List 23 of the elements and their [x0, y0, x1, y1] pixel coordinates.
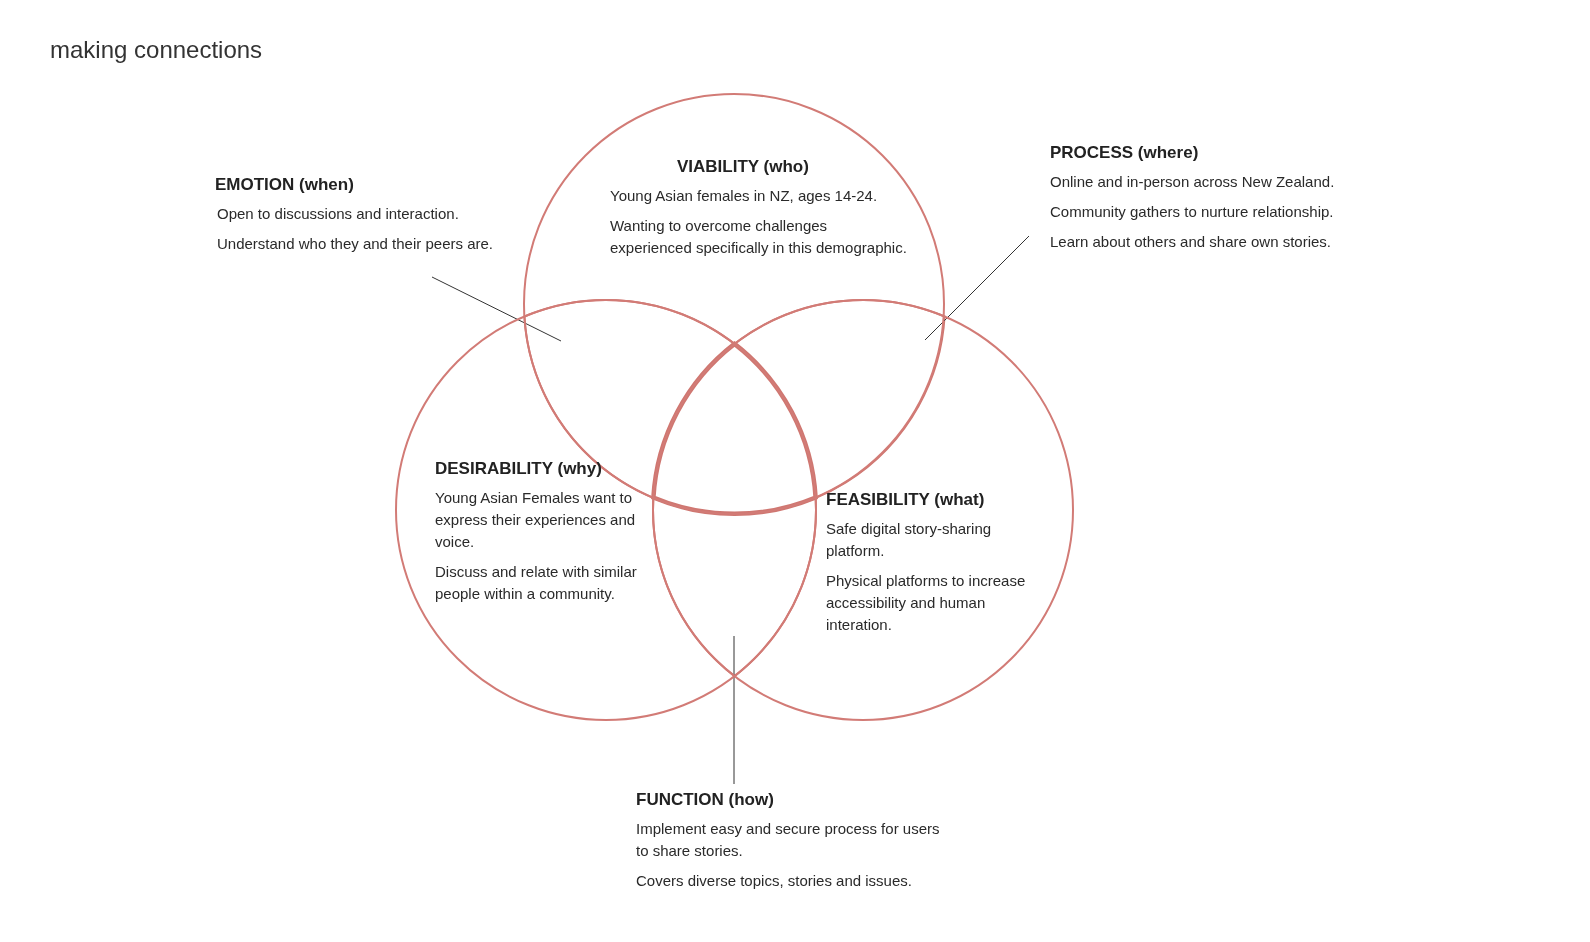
- body-text: Covers diverse topics, stories and issues.: [636, 871, 913, 891]
- section-heading: FUNCTION (how): [636, 790, 774, 810]
- section-heading: EMOTION (when): [215, 175, 354, 195]
- body-text: Open to discussions and interaction.: [216, 204, 460, 224]
- body-text: Physical platforms to increase accessibility and human interation.: [826, 571, 1027, 635]
- diagram-title: making connections: [50, 36, 263, 64]
- body-text: Understand who they and their peers are.: [216, 234, 494, 254]
- body-text: Safe digital story-sharing platform.: [826, 519, 993, 561]
- body-text: Learn about others and share own stories.: [1050, 232, 1332, 252]
- body-text: Young Asian Females want to express their experiences and voice.: [435, 488, 637, 552]
- central-overlap-outline: [651, 341, 818, 516]
- body-text: Discuss and relate with similar people within a community.: [435, 562, 638, 604]
- section-heading: DESIRABILITY (why): [435, 459, 602, 479]
- venn-circle: [652, 299, 1074, 721]
- body-text: Young Asian females in NZ, ages 14-24.: [610, 186, 879, 206]
- body-text: Community gathers to nurture relationship.: [1050, 202, 1335, 222]
- section-heading: PROCESS (where): [1050, 143, 1199, 163]
- section-heading: VIABILITY (who): [676, 157, 809, 177]
- body-text: Online and in-person across New Zealand.: [1050, 172, 1336, 192]
- body-text: Implement easy and secure process for users to share stories.: [636, 819, 941, 861]
- body-text: Wanting to overcome challenges experienced specifically in this demographic.: [610, 216, 908, 258]
- section-heading: FEASIBILITY (what): [826, 490, 985, 510]
- venn-circle: [395, 299, 817, 721]
